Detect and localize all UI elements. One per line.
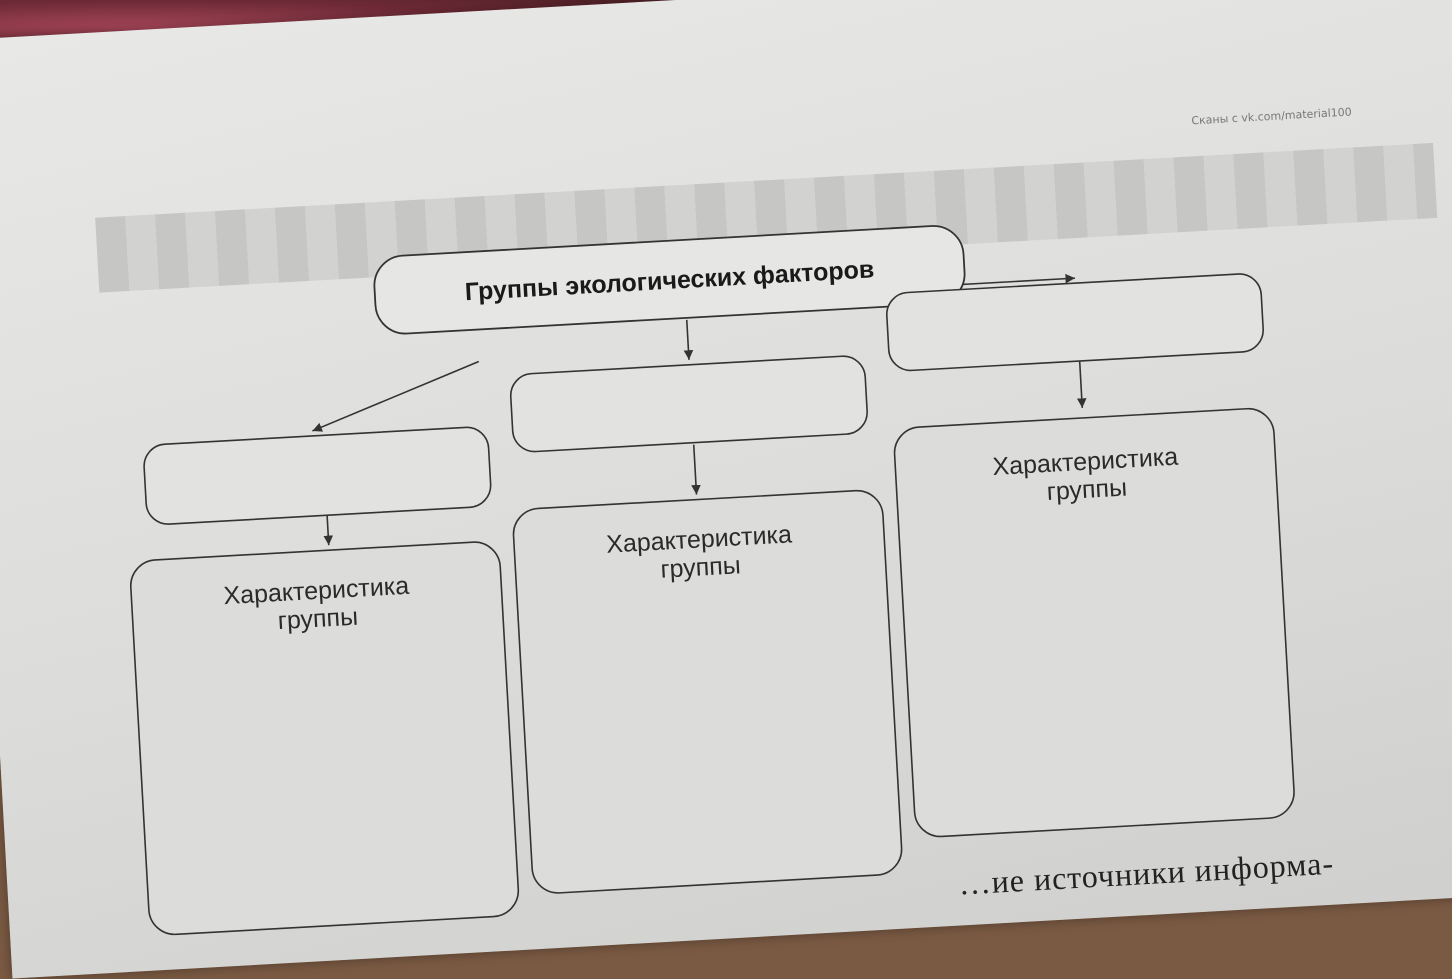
group-box-3[interactable]	[886, 273, 1265, 372]
group-box-2[interactable]	[509, 355, 869, 453]
group-box-1[interactable]	[143, 426, 492, 525]
characteristic-box-3[interactable]: Характеристика группы	[893, 407, 1295, 838]
characteristic-3-line2: группы	[1046, 474, 1128, 506]
connector-char-2	[691, 444, 701, 495]
title-box: Группы экологических факторов	[373, 225, 966, 335]
connector-char-3	[1076, 357, 1087, 408]
characteristic-box-2[interactable]: Характеристика группы	[512, 489, 903, 894]
characteristic-2-line2: группы	[660, 551, 742, 583]
connector-center	[683, 319, 694, 360]
characteristic-1-line2: группы	[277, 603, 359, 635]
connector-left	[312, 360, 480, 432]
characteristic-box-1[interactable]: Характеристика группы	[129, 541, 520, 936]
